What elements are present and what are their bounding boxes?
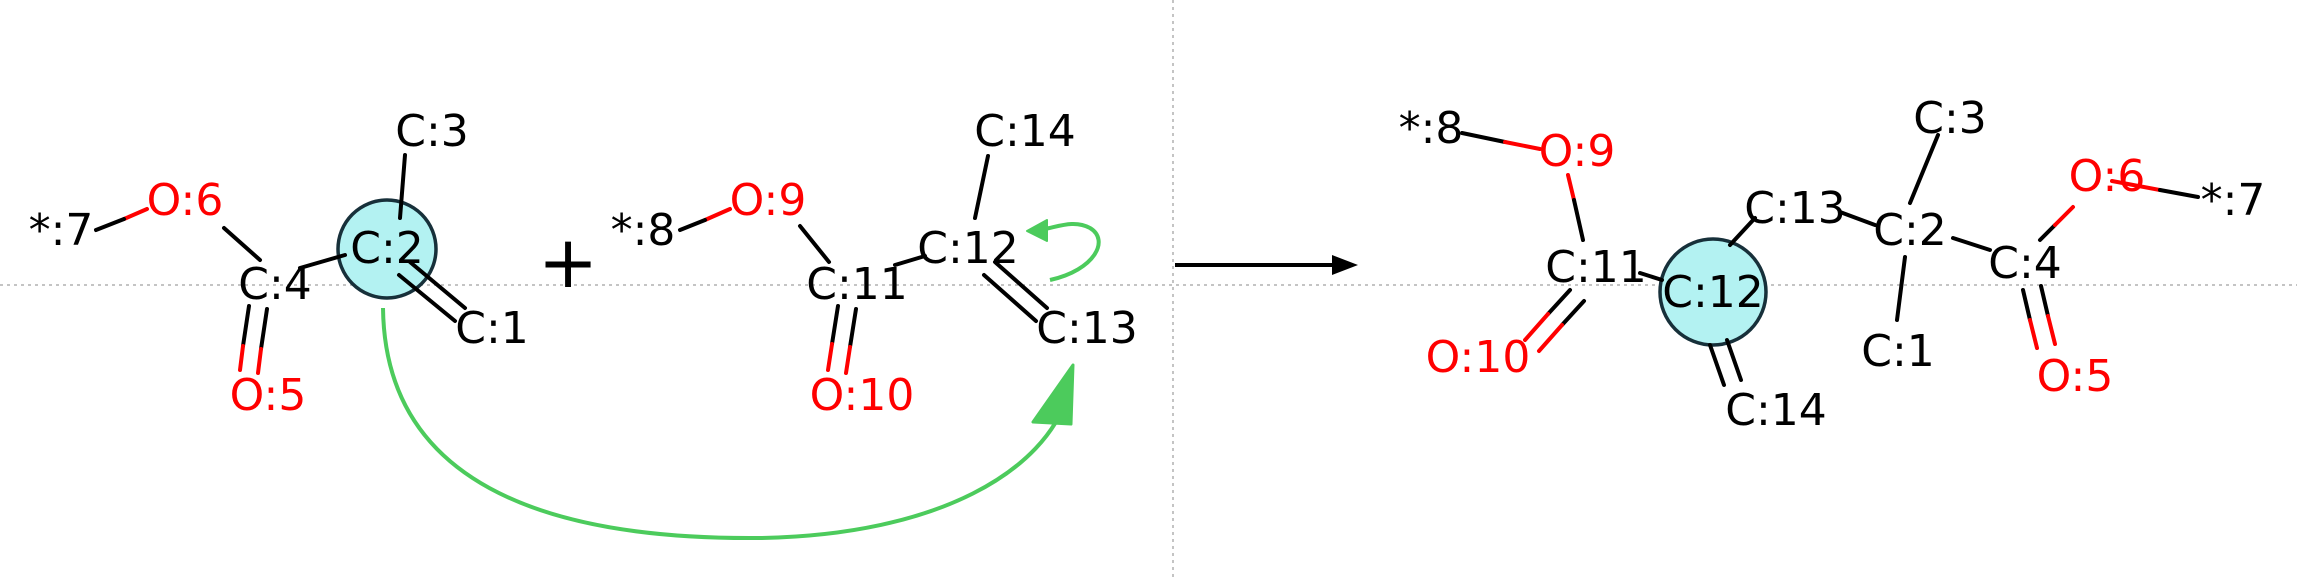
bond-c11-o10-a (830, 304, 840, 346)
bond-c12-c13-a (993, 260, 1049, 310)
atom-c4: C:4 (238, 259, 312, 310)
bond-c11-o10-a-red (826, 342, 834, 372)
bond-c4-o5-a-red (2028, 318, 2039, 350)
atom-o5: O:5 (2037, 351, 2114, 402)
bond-c4-o5-a-red (238, 344, 245, 372)
bond-o9-c11 (1572, 198, 1585, 242)
atom-o9: O:9 (730, 175, 807, 226)
bond-c2-c4 (1951, 236, 1992, 252)
bond-c4-o5-b (2039, 284, 2050, 318)
reactant-2-molecule: C:14 *:8 O:9 C:12 C:11 C:13 O:10 (611, 106, 1138, 421)
curved-arrow-c12-c13-loop (1044, 222, 1101, 282)
reaction-arrow (1175, 255, 1358, 275)
mechanism-arrows (381, 219, 1101, 541)
bond-c2-c3 (1908, 133, 1940, 205)
bond-o9-c11-red (1566, 173, 1576, 202)
curved-arrow-c12-c13-loop-head (1026, 219, 1048, 242)
bond-c2-c1-b (397, 273, 457, 323)
atom-c11: C:11 (806, 259, 908, 310)
atom-star7: *:7 (29, 205, 94, 256)
bond-c11-o9 (798, 224, 831, 264)
bond-c4-o5-b-red (256, 347, 263, 375)
bond-o6-star7-red (2110, 179, 2162, 192)
atom-c12: C:12 (1662, 267, 1764, 318)
atom-c3: C:3 (1913, 93, 1987, 144)
atom-c1: C:1 (455, 303, 529, 354)
atom-c13: C:13 (1036, 303, 1138, 354)
atom-c4: C:4 (1988, 238, 2062, 289)
bond-c12-c13-b (982, 273, 1038, 323)
atom-o6: O:6 (147, 175, 224, 226)
atom-c13: C:13 (1744, 183, 1846, 234)
bond-c11-o10-b-red (1537, 323, 1564, 353)
bond-c11-o10-b (848, 307, 858, 349)
bond-c11-o10-b (1560, 299, 1586, 327)
bond-c4-o5-b (259, 307, 269, 351)
reaction-arrow-head (1332, 255, 1358, 275)
atom-o5: O:5 (230, 370, 307, 421)
highlight-circle-c2 (336, 198, 438, 300)
atom-o6: O:6 (2069, 151, 2146, 202)
bond-star8-o9 (1460, 131, 1507, 144)
bond-c2-c1-a (408, 260, 467, 310)
bond-c4-o5-a (2021, 288, 2032, 322)
bond-o9-star8-red (703, 207, 732, 222)
reactant-1-molecule: C:3 O:6 *:7 C:2 C:4 C:1 O:5 (29, 106, 529, 421)
atom-c14: C:14 (974, 106, 1076, 157)
bond-c12-c11 (893, 254, 927, 267)
atom-c1: C:1 (1861, 326, 1935, 377)
curved-arrow-c2-to-c13-head (1031, 363, 1075, 426)
atom-o10: O:10 (1426, 332, 1531, 383)
atom-c2: C:2 (350, 223, 424, 274)
bond-c2-c4 (298, 253, 347, 270)
bond-c11-o10-a-red (1523, 312, 1550, 342)
bond-c12-c14-b (1725, 338, 1743, 382)
bond-c11-o10-b-red (844, 345, 852, 375)
bond-o6-star7-black (94, 217, 126, 232)
bond-c13-c2 (1838, 210, 1877, 227)
atom-o9: O:9 (1539, 126, 1616, 177)
bond-star8-o9-red (1503, 140, 1542, 151)
atom-c2: C:2 (1873, 205, 1947, 256)
bond-c12-c13 (1728, 216, 1757, 247)
bond-o6-star7 (2158, 188, 2200, 199)
curved-arrow-c2-to-c13 (381, 307, 1070, 541)
bond-c2-c1 (1895, 255, 1907, 322)
plus-sign: + (538, 220, 598, 304)
bond-c4-o5-b-red (2046, 314, 2057, 346)
atom-c12: C:12 (917, 223, 1019, 274)
bond-c4-o5-a (241, 304, 251, 348)
bond-o9-star8-black (678, 218, 707, 232)
atom-star8: *:8 (611, 205, 676, 256)
atom-c14: C:14 (1725, 385, 1827, 436)
atom-star7: *:7 (2201, 175, 2266, 226)
bond-c4-o6 (2038, 223, 2057, 242)
atom-o10: O:10 (810, 370, 915, 421)
product-molecule: *:8 C:3 O:9 O:6 *:7 C:13 C:2 C:11 C:4 C:… (1399, 93, 2266, 436)
bond-c12-c14-a (1708, 343, 1726, 387)
bond-c4-o6-red (2053, 205, 2075, 227)
bond-c11-o10-a (1546, 288, 1572, 316)
bond-c4-o6 (222, 226, 262, 262)
highlight-circle-c12 (1658, 237, 1768, 347)
bond-c12-c14 (973, 154, 990, 220)
bond-c11-c12 (1638, 271, 1664, 282)
atom-c11: C:11 (1545, 242, 1647, 293)
atom-c3: C:3 (395, 106, 469, 157)
atom-star8: *:8 (1399, 103, 1464, 154)
bond-o6-star7-red (122, 207, 149, 221)
bond-c2-c3 (398, 153, 407, 220)
